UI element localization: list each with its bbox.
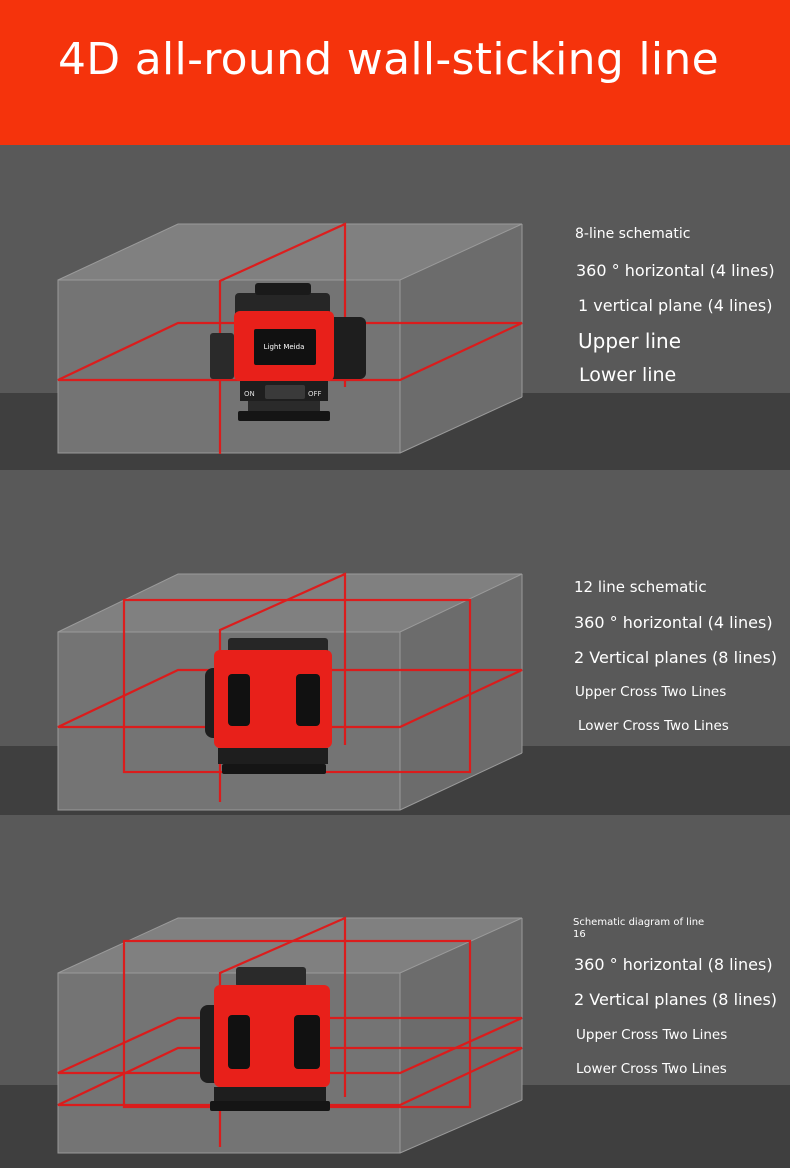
spec-line: 360 ° horizontal (4 lines) [574,613,773,632]
spec-line: Upper Cross Two Lines [576,1027,728,1043]
spec-line: Lower line [579,364,677,386]
page-title: 4D all-round wall-sticking line [58,34,719,85]
device-label: Light Meida [264,343,305,351]
box-top [58,224,522,280]
switch-on-label: ON [244,390,255,398]
spec-line: Lower Cross Two Lines [578,718,729,734]
spec-line: Upper line [578,329,682,353]
box-edges [57,573,523,811]
schematic-8-line: Light Meida ON OFF [57,222,523,454]
section-8-line: Light Meida ON OFF 8-line schematic 360 … [0,145,790,470]
box-edges [57,223,523,454]
spec-line: Lower Cross Two Lines [576,1061,727,1077]
section-12-line: 12 line schematic 360 ° horizontal (4 li… [0,470,790,815]
section-heading: Schematic diagram of line 16 [573,917,705,940]
laser-device [200,967,330,1111]
box-top [58,918,522,973]
section-heading: 12 line schematic [574,578,707,596]
laser-device [205,638,332,774]
schematic-16-line [57,916,523,1154]
spec-line: 360 ° horizontal (8 lines) [574,955,773,974]
spec-line: 2 Vertical planes (8 lines) [574,990,778,1009]
section-16-line: Schematic diagram of line 16 360 ° horiz… [0,815,790,1168]
box-right [400,574,522,810]
section-heading: 8-line schematic [575,226,691,242]
title-banner: 4D all-round wall-sticking line [0,0,790,145]
box-right [400,918,522,1153]
box-right [400,224,522,453]
spec-line: 1 vertical plane (4 lines) [578,296,773,315]
schematic-12-line [57,572,523,811]
box-top [58,574,522,632]
spec-line: 2 Vertical planes (8 lines) [574,648,778,667]
spec-line: Upper Cross Two Lines [575,684,727,700]
laser-device: Light Meida ON OFF [210,283,366,421]
spec-line: 360 ° horizontal (4 lines) [576,261,775,280]
switch-off-label: OFF [308,390,322,398]
